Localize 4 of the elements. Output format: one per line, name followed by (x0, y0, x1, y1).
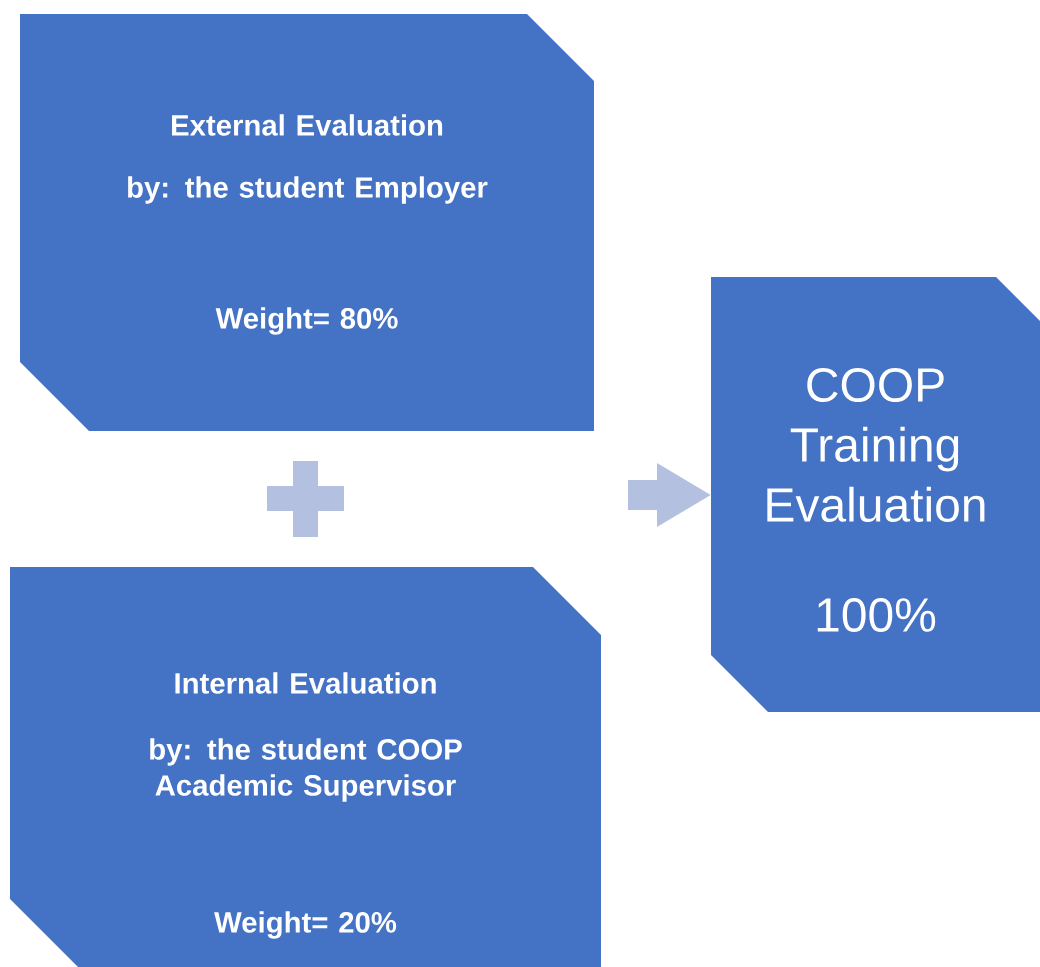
process-box: COOP Training Evaluation 100% (711, 277, 1040, 712)
arrow (628, 463, 711, 527)
process-box: Internal Evaluation by: the student COOP Academic Supervisor Weight= 20% (10, 567, 601, 967)
process-box: External Evaluation by: the student Employer Weight= 80% (20, 14, 594, 431)
